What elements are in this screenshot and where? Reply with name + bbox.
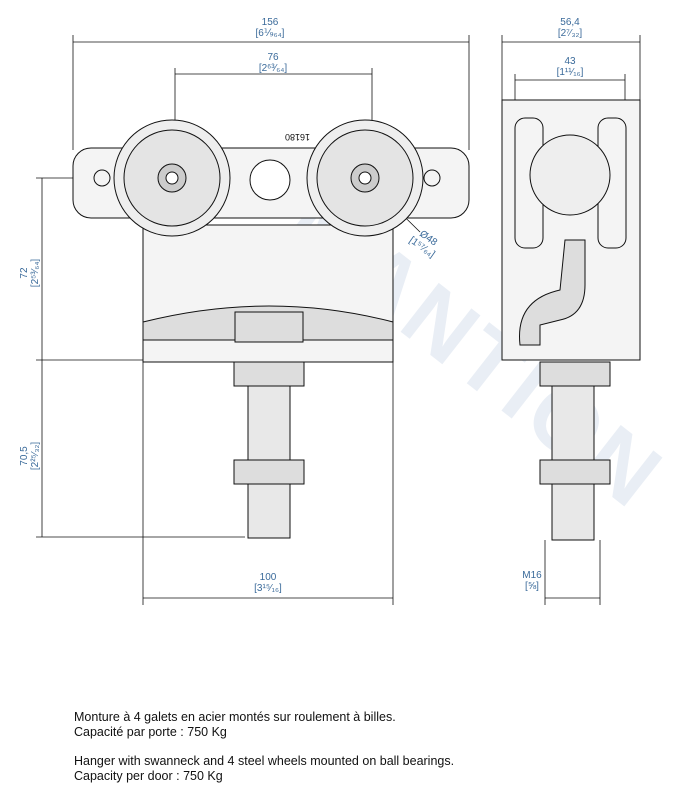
front-view xyxy=(72,119,470,539)
dim-thread: M16[⅝] xyxy=(522,570,542,592)
dim-side-width: 56,4[2⁷⁄₃₂] xyxy=(557,17,583,39)
dim-overall-width: 156[6⅑₆₄] xyxy=(255,17,285,39)
dim-lower-height: 70,5[2²⁵⁄₃₂] xyxy=(19,441,41,471)
dim-side-inner: 43[1¹¹⁄₁₆] xyxy=(556,56,584,78)
caption-fr: Monture à 4 galets en acier montés sur r… xyxy=(74,710,396,739)
dim-wheel-spacing: 76[2⁶³⁄₆₄] xyxy=(258,52,288,74)
dim-upper-height: 72[2⁵³⁄₆₄] xyxy=(19,258,41,288)
dim-base-width: 100[3¹⁵⁄₁₆] xyxy=(254,572,282,594)
side-view xyxy=(501,99,641,541)
caption-en: Hanger with swanneck and 4 steel wheels … xyxy=(74,754,455,783)
part-number: 16180 xyxy=(285,132,310,142)
